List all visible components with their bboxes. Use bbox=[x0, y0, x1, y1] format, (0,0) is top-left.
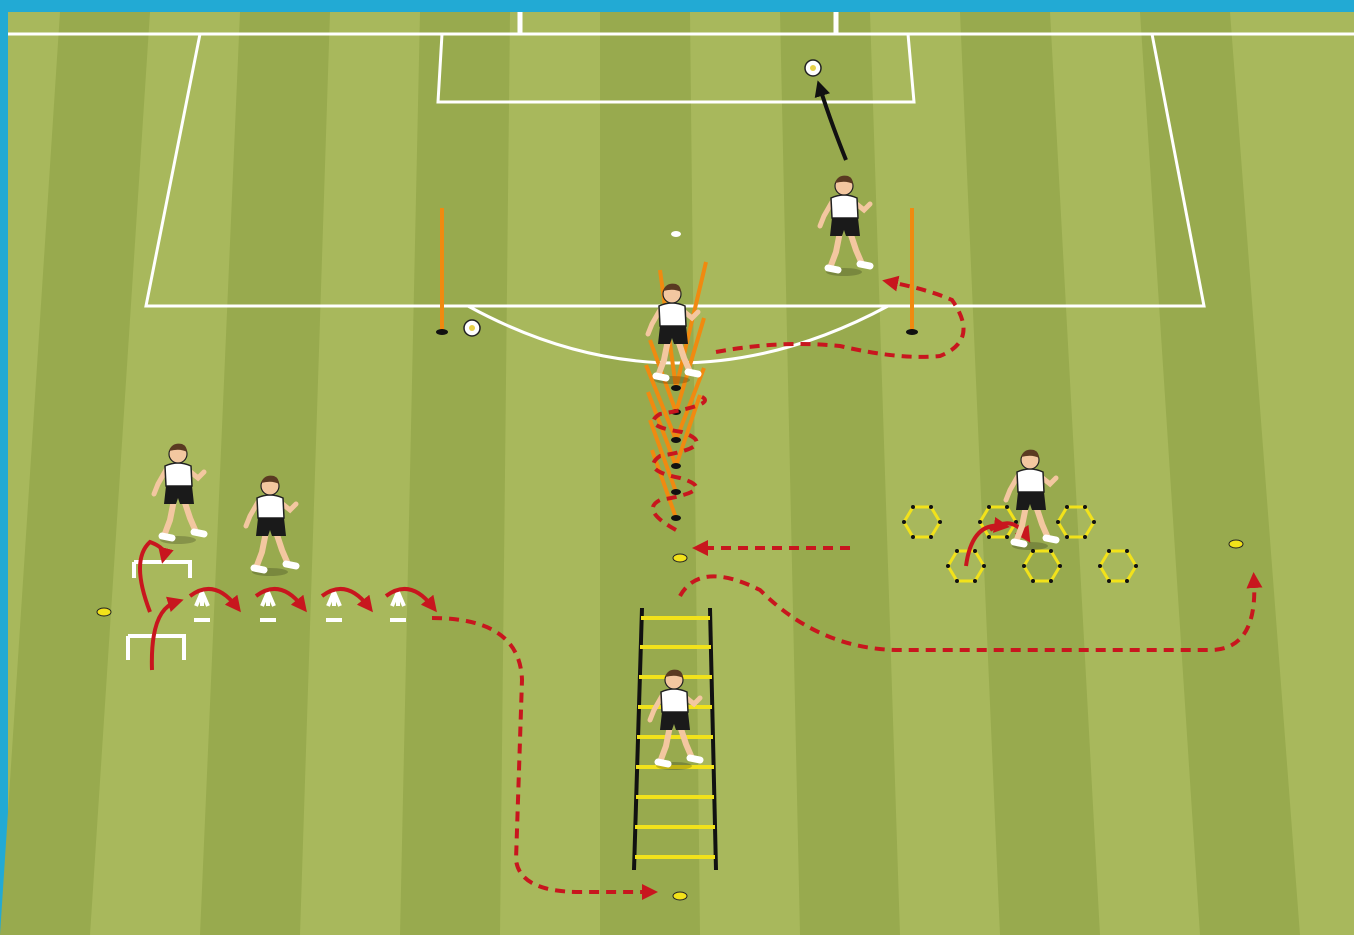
penalty-spot bbox=[671, 231, 681, 237]
ball-icon bbox=[805, 60, 821, 76]
ball-icon bbox=[464, 320, 480, 336]
